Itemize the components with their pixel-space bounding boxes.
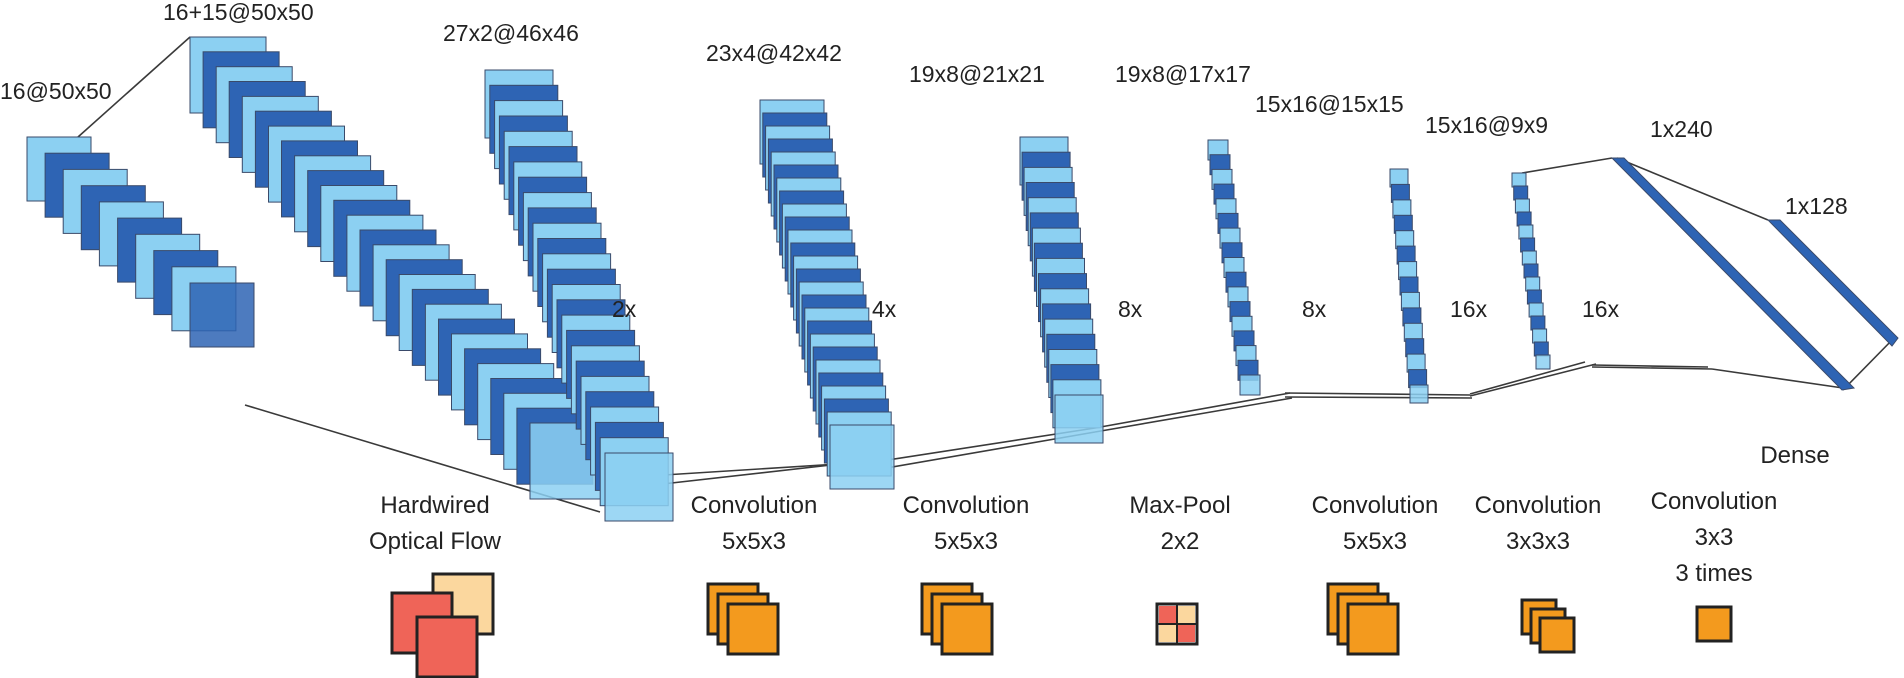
feature-map: [829, 424, 895, 490]
stage-8-dim-label: 15x16@9x9: [1425, 112, 1548, 138]
op-2-line2: 5x5x3: [722, 528, 786, 555]
stage-4-multiplier: 4x: [872, 296, 897, 322]
op-3-line1: Convolution: [903, 492, 1030, 519]
connector-line: [1284, 396, 1473, 399]
feature-map: [1530, 315, 1546, 331]
feature-map: [1518, 224, 1534, 240]
feature-map-stack-8: [1511, 172, 1551, 370]
op-6-line1: Convolution: [1475, 492, 1602, 519]
feature-map: [189, 282, 255, 348]
feature-map-stack-6: [1207, 139, 1261, 396]
connector-line: [1469, 361, 1586, 395]
stage-7-dim-label: 15x16@15x15: [1255, 91, 1404, 117]
single-kernel-icon: [1695, 605, 1733, 643]
connector-line: [1591, 364, 1709, 368]
kernel-square: [726, 602, 780, 656]
stage-2-dim-label: 16+15@50x50: [163, 0, 314, 25]
feature-map: [1513, 185, 1529, 201]
feature-map: [1514, 198, 1530, 214]
conv-stack-icon: [920, 582, 994, 656]
feature-map-stack-4: [759, 99, 895, 490]
feature-map-stack-2: [189, 36, 607, 500]
feature-map: [604, 452, 674, 522]
op-3-line2: 5x5x3: [934, 528, 998, 555]
feature-map: [1528, 302, 1544, 318]
connector-line: [1521, 157, 1613, 174]
stage-3-dim-label: 27x2@46x46: [443, 20, 579, 46]
feature-map: [1054, 394, 1104, 444]
maxpool-grid-icon: [1155, 602, 1199, 646]
feature-map: [1525, 276, 1541, 292]
connector-line: [1469, 363, 1597, 397]
feature-map: [1535, 354, 1551, 370]
connector-line: [1711, 368, 1844, 389]
connector-line: [1284, 392, 1471, 396]
feature-map-stacks: [26, 36, 1551, 522]
op-7-line1: Convolution: [1651, 488, 1778, 515]
op-2-line1: Convolution: [691, 492, 818, 519]
feature-map: [1239, 374, 1261, 396]
feature-map: [1521, 250, 1537, 266]
dense-layer-240: [1610, 157, 1856, 391]
connector-line: [1616, 157, 1769, 221]
op-6-line2: 3x3x3: [1506, 528, 1570, 555]
feature-map-stack-7: [1389, 168, 1429, 404]
pool-cell: [1159, 606, 1177, 624]
kernel-square: [1346, 602, 1400, 656]
stage-6-multiplier: 8x: [1302, 296, 1327, 322]
feature-map-stack-3: [484, 69, 674, 522]
op-1-line1: Hardwired: [380, 492, 489, 519]
stage-1-dim-label: 16@50x50: [0, 78, 112, 104]
feature-map: [1526, 289, 1542, 305]
feature-map: [1533, 341, 1549, 357]
connection-lines: [77, 36, 1897, 513]
conv-stack-icon: [1326, 582, 1400, 656]
operation-icons: [390, 572, 1733, 678]
connector-line: [77, 36, 191, 138]
dense-label: Dense: [1760, 442, 1829, 469]
pool-cell: [1177, 606, 1195, 624]
connector-line: [1842, 335, 1897, 391]
stage-5-multiplier: 8x: [1118, 296, 1143, 322]
stage-3-multiplier: 2x: [612, 296, 637, 322]
dense-1-dim-label: 1x240: [1650, 116, 1713, 142]
optical-flow-icon: [390, 572, 495, 678]
dense-2-dim-label: 1x128: [1785, 193, 1848, 219]
stage-4-dim-label: 23x4@42x42: [706, 40, 842, 66]
stage-5-dim-label: 19x8@21x21: [909, 61, 1045, 87]
stage-6-dim-label: 19x8@17x17: [1115, 61, 1251, 87]
op-5-line2: 5x5x3: [1343, 528, 1407, 555]
op-4-line1: Max-Pool: [1129, 492, 1230, 519]
connector-line: [1591, 366, 1713, 370]
feature-map-stack-5: [1019, 136, 1104, 444]
feature-map: [1516, 211, 1532, 227]
op-1-line2: Optical Flow: [369, 528, 502, 555]
feature-map: [1409, 384, 1429, 404]
op-7-line3: 3 times: [1675, 560, 1752, 587]
op-5-line1: Convolution: [1312, 492, 1439, 519]
connector-line: [1094, 392, 1291, 429]
conv-stack-icon: [706, 582, 780, 656]
feature-map: [1523, 263, 1539, 279]
op-7-line2: 3x3: [1695, 524, 1734, 551]
pool-cell: [1159, 624, 1177, 642]
op-4-line2: 2x2: [1161, 528, 1200, 555]
dense-layers: [1610, 157, 1899, 391]
connector-line: [1094, 397, 1293, 433]
feature-map: [1520, 237, 1536, 253]
feature-map-stack-1: [26, 136, 255, 348]
feature-map: [1511, 172, 1527, 188]
kernel-square: [1538, 616, 1576, 654]
stage-8-multiplier: 16x: [1582, 296, 1620, 322]
flow-square: [415, 615, 479, 678]
kernel-square: [940, 602, 994, 656]
kernel-square: [1695, 605, 1733, 643]
pool-cell: [1177, 624, 1195, 642]
feature-map: [1532, 328, 1548, 344]
dense-layer-128: [1766, 219, 1899, 347]
conv-small-stack-icon: [1520, 598, 1576, 654]
stage-7-multiplier: 16x: [1450, 296, 1488, 322]
